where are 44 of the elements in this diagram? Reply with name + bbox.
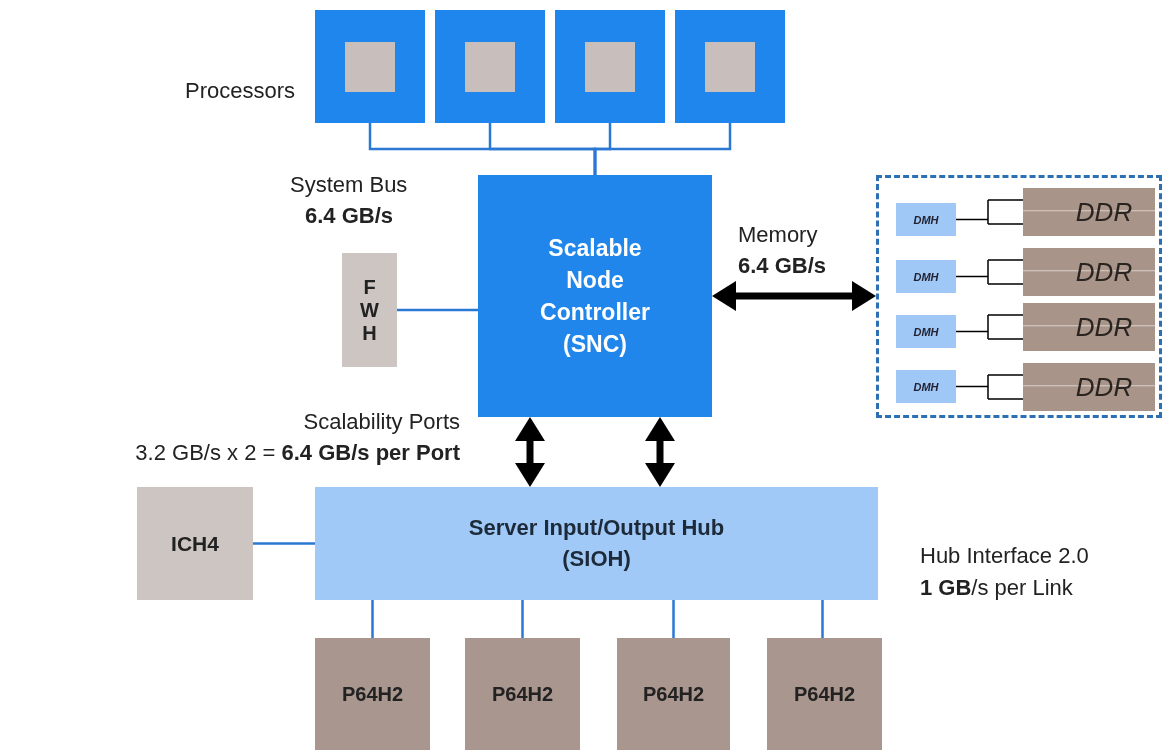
ddr-module: DDR	[1023, 363, 1155, 411]
ddr-module: DDR	[1023, 248, 1155, 296]
bus-line	[593, 123, 732, 175]
processor-box	[555, 10, 665, 123]
memory-group	[876, 175, 1162, 418]
double-arrow	[515, 417, 545, 487]
interface-label: Hub Interface 2.0	[920, 543, 1089, 570]
double-arrow	[645, 417, 675, 487]
dmh-box: DMH	[896, 203, 956, 236]
hub-box: Server Input/Output Hub (SIOH)	[315, 487, 878, 600]
dmh-box: DMH	[896, 315, 956, 348]
fork-line	[955, 374, 1024, 400]
controller-box: Scalable Node Controller (SNC)	[478, 175, 712, 417]
caption-text: Processors	[184, 78, 295, 105]
ddr-module: DDR	[1023, 188, 1155, 236]
bridge-box: P64H2	[767, 638, 882, 750]
dmh-box: DMH	[896, 260, 956, 293]
connector-line	[371, 600, 374, 638]
connector-line	[821, 600, 824, 638]
connector-line	[253, 542, 315, 545]
double-arrow	[712, 281, 876, 311]
bridge-box: P64H2	[617, 638, 730, 750]
fork-line	[955, 199, 1024, 225]
bus-label: System Bus	[290, 172, 408, 199]
bandwidth-text: 1 GB/s per Link	[920, 575, 1073, 602]
connector-line	[521, 600, 524, 638]
dmh-box: DMH	[896, 370, 956, 403]
bandwidth-value: 6.4 GB/s	[305, 203, 394, 230]
ich-box: ICH4	[137, 487, 253, 600]
fork-line	[955, 259, 1024, 285]
firmware-hub-box: F W H	[342, 253, 397, 367]
ports-label: Scalability Ports	[303, 409, 460, 436]
processor-box	[435, 10, 545, 123]
connector-line	[672, 600, 675, 638]
bridge-box: P64H2	[465, 638, 580, 750]
ddr-module: DDR	[1023, 303, 1155, 351]
bandwidth-value: 6.4 GB/s	[738, 253, 827, 280]
bandwidth-formula: 3.2 GB/s x 2 = 6.4 GB/s per Port	[135, 440, 460, 467]
fork-line	[955, 314, 1024, 340]
processor-box	[675, 10, 785, 123]
memory-label: Memory	[738, 222, 818, 249]
processor-box	[315, 10, 425, 123]
bridge-box: P64H2	[315, 638, 430, 750]
connector-line	[397, 308, 478, 312]
